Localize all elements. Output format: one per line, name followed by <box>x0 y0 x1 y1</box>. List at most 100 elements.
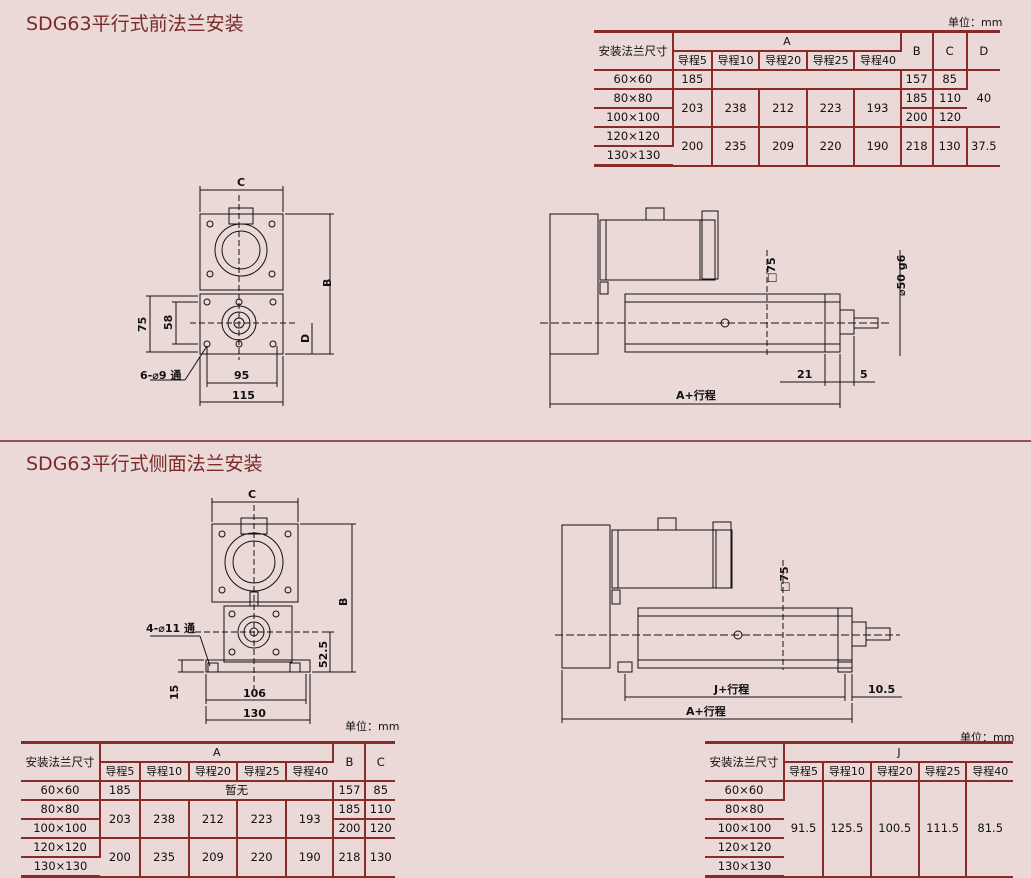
stroke-header: 导程20 <box>188 762 239 782</box>
dim-58-label: 58 <box>162 315 175 330</box>
b-cell: 157 <box>333 781 367 801</box>
unit-label-2: 单位：mm <box>345 720 400 733</box>
hole-note-label-2: 4-⌀11 通 <box>146 622 195 635</box>
b-cell: 185 <box>333 800 367 820</box>
c-cell: 130 <box>932 127 968 167</box>
c-cell: 120 <box>365 819 395 839</box>
c-cell: 85 <box>365 781 395 801</box>
group-a-header: A <box>673 30 902 52</box>
dim-c-label-2: C <box>248 488 256 501</box>
a-cell: 209 <box>188 838 239 878</box>
j-cell: 91.5 <box>784 781 824 878</box>
j-cell: 111.5 <box>918 781 968 878</box>
a-cell: 193 <box>286 800 335 839</box>
stroke-header: 导程25 <box>918 762 968 782</box>
c-header: C <box>365 741 395 782</box>
dim-115-label: 115 <box>232 389 255 402</box>
stroke-header: 导程5 <box>673 51 713 71</box>
a-cell: 220 <box>806 127 856 167</box>
dim-d-label: D <box>299 334 312 343</box>
dim-b-label: B <box>321 279 334 287</box>
size-cell: 60×60 <box>21 781 101 801</box>
stroke-header: 导程10 <box>139 762 190 782</box>
unit-label-1: 单位：mm <box>948 16 1003 29</box>
size-cell: 100×100 <box>21 819 101 839</box>
table-j-dimension: 安装法兰尺寸 J 导程5 导程10 导程20 导程25 导程40 60×60 9… <box>705 741 1013 878</box>
size-cell: 120×120 <box>705 838 784 858</box>
stroke-header: 导程20 <box>759 51 808 71</box>
dim-21-label: 21 <box>797 368 812 381</box>
size-cell: 100×100 <box>705 819 784 839</box>
stroke-header: 导程10 <box>711 51 761 71</box>
a-cell: 212 <box>759 89 808 128</box>
a-cell: 212 <box>188 800 239 839</box>
dim-75-label: 75 <box>136 317 149 332</box>
a-cell: 223 <box>237 800 288 839</box>
dim-c-label: C <box>237 176 245 189</box>
dim-15-label: 15 <box>168 685 181 700</box>
size-cell: 60×60 <box>705 781 785 801</box>
size-cell: 130×130 <box>21 857 100 878</box>
size-header: 安装法兰尺寸 <box>21 741 101 782</box>
a-cell: 238 <box>139 800 190 839</box>
c-cell: 130 <box>365 838 395 878</box>
size-cell: 120×120 <box>594 127 674 147</box>
size-cell: 80×80 <box>594 89 674 109</box>
a-cell: 203 <box>673 89 713 128</box>
size-cell: 100×100 <box>594 108 674 128</box>
stroke-header: 导程40 <box>966 762 1013 782</box>
dim-phi50-label: ⌀50 g6 <box>895 254 908 296</box>
stroke-header: 导程40 <box>286 762 334 782</box>
size-cell: 80×80 <box>21 800 101 820</box>
a-cell: 235 <box>711 127 761 167</box>
b-cell: 218 <box>333 838 367 878</box>
c-cell: 110 <box>932 89 967 109</box>
dim-95-label: 95 <box>234 369 249 382</box>
c-cell: 110 <box>365 800 395 820</box>
dim-j-stroke-label: J+行程 <box>713 682 749 696</box>
j-cell: 81.5 <box>966 781 1013 878</box>
hole-note-label: 6-⌀9 通 <box>140 369 181 382</box>
b-cell: 185 <box>900 89 934 109</box>
a-cell: 220 <box>237 838 288 878</box>
c-cell: 120 <box>932 108 967 128</box>
a-cell: 190 <box>854 127 902 167</box>
a-cell: 235 <box>139 838 190 878</box>
size-cell: 80×80 <box>705 800 784 820</box>
b-cell: 200 <box>900 108 934 128</box>
j-cell: 100.5 <box>870 781 920 878</box>
c-header: C <box>932 30 968 71</box>
empty-cell <box>711 70 902 90</box>
dim-10-5-label: 10.5 <box>868 683 895 696</box>
front-side-view: □75 ⌀50 g6 21 5 A+行程 <box>540 207 908 408</box>
dim-106-label: 106 <box>243 687 266 700</box>
c-cell: 85 <box>932 70 968 90</box>
stroke-header: 导程5 <box>100 762 141 782</box>
b-header: B <box>333 741 367 782</box>
a-cell: 223 <box>806 89 856 128</box>
size-header: 安装法兰尺寸 <box>594 30 674 71</box>
a-cell: 185 <box>100 781 141 801</box>
front-end-view: C B 75 58 D 95 115 6-⌀9 通 <box>136 176 334 406</box>
a-cell: 190 <box>286 838 335 878</box>
size-header: 安装法兰尺寸 <box>705 741 785 782</box>
table-side-flange: 安装法兰尺寸 A B C 导程5 导程10 导程20 导程25 导程40 60×… <box>21 741 395 878</box>
a-cell: 238 <box>711 89 761 128</box>
b-header: B <box>900 30 934 71</box>
a-cell: 200 <box>673 127 713 167</box>
section-title-side: SDG63平行式侧面法兰安装 <box>26 453 263 475</box>
stroke-header: 导程10 <box>823 762 872 782</box>
d-cell: 37.5 <box>966 127 1000 167</box>
d-header: D <box>966 30 1000 71</box>
d-cell: 40 <box>966 70 1000 128</box>
group-a-header: A <box>100 741 335 763</box>
b-cell: 157 <box>900 70 934 90</box>
a-cell: 185 <box>673 70 713 90</box>
none-cell: 暂无 <box>139 781 335 801</box>
a-cell: 209 <box>759 127 808 167</box>
dim-130-label: 130 <box>243 707 266 720</box>
size-cell: 60×60 <box>594 70 674 90</box>
a-cell: 193 <box>854 89 902 128</box>
dim-5-label: 5 <box>860 368 868 381</box>
